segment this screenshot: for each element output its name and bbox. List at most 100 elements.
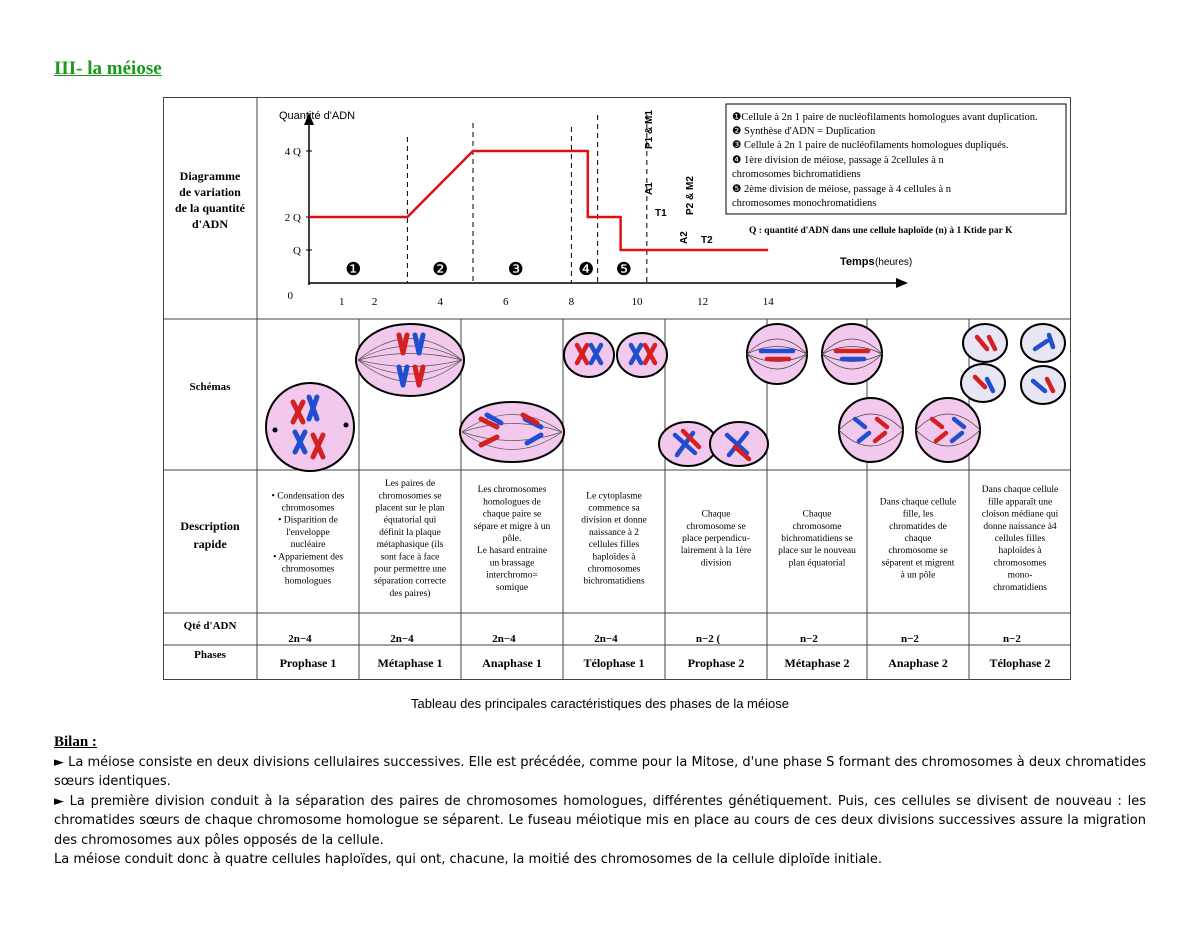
description-line: des paires) xyxy=(390,588,431,599)
svg-text:❷ Synthèse d'ADN = Duplication: ❷ Synthèse d'ADN = Duplication xyxy=(732,125,876,137)
description-line: nucléaire xyxy=(291,540,326,550)
description-line: chromosome se xyxy=(686,522,745,532)
description-line: naissance à 2 xyxy=(589,528,639,538)
schema-prophase-2 xyxy=(658,421,769,467)
description-line: cloison médiane qui xyxy=(982,510,1059,520)
mark-t2: T2 xyxy=(701,235,713,246)
y-tick-label: 2 Q xyxy=(285,212,301,224)
y-axis-title: Quantité d'ADN xyxy=(279,110,355,122)
phase-number: ❺ xyxy=(616,259,632,279)
description-line: Les chromosomes xyxy=(478,485,547,495)
phase-name-cell: Prophase 2 xyxy=(688,656,745,670)
description-line: • Appariement des xyxy=(273,552,343,562)
description-line: fille apparaît une xyxy=(988,496,1052,507)
description-line: donne naissance à4 xyxy=(983,522,1057,532)
description-line: chromosomes xyxy=(994,558,1047,568)
schema-anaphase-1 xyxy=(459,401,565,463)
x-tick-label: 2 xyxy=(372,296,378,308)
description-line: chromosomes se xyxy=(378,491,441,501)
schema-telophase-2 xyxy=(960,323,1066,405)
x-tick-label: 4 xyxy=(437,296,443,308)
description-line: haploïdes à xyxy=(998,546,1042,556)
description-line: haploïdes à xyxy=(592,552,636,562)
description-line: sépare et migre à un xyxy=(474,522,551,532)
description-line: place sur le nouveau xyxy=(778,546,856,556)
bilan-section: Bilan : ► La méiose consiste en deux div… xyxy=(54,733,1146,870)
description-line: chromosomes xyxy=(588,565,641,575)
svg-text:❶Cellule à 2n 1 paire de nuclé: ❶Cellule à 2n 1 paire de nucléofilaments… xyxy=(732,111,1038,123)
description-line: chromosome se xyxy=(888,546,947,556)
row-label-description: Description xyxy=(180,519,240,533)
schema-telophase-1 xyxy=(563,332,668,378)
schema-metaphase-1 xyxy=(355,323,465,397)
row-label-schemas: Schémas xyxy=(190,381,232,393)
description-line: bichromatidiens se xyxy=(781,534,853,544)
description-line: chromatides de xyxy=(889,522,947,532)
description-line: fille, les xyxy=(903,509,934,520)
phase-name-cell: Anaphase 2 xyxy=(888,656,948,670)
phase-name-cell: Métaphase 1 xyxy=(378,656,443,670)
description-line: un brassage xyxy=(490,558,535,568)
bilan-title: Bilan : xyxy=(54,734,97,750)
phase-name-cell: Télophase 2 xyxy=(989,656,1050,670)
row-label-phases: Phases xyxy=(194,649,227,661)
dna-curve xyxy=(309,149,769,252)
description-line: interchromo= xyxy=(486,571,538,581)
description-line: chaque paire se xyxy=(483,510,542,520)
description-line: Dans chaque cellule xyxy=(982,485,1059,495)
svg-text:❸ Cellule à 2n 1 paire de nucl: ❸ Cellule à 2n 1 paire de nucléofilament… xyxy=(732,139,1009,151)
description-line: définit la plaque xyxy=(379,527,441,538)
svg-text:❺ 2ème division de méiose, pas: ❺ 2ème division de méiose, passage à 4 c… xyxy=(732,183,952,195)
y-tick-label-zero: 0 xyxy=(288,290,294,302)
schemas-row xyxy=(265,323,1066,472)
description-line: place perpendicu- xyxy=(682,534,750,544)
svg-text:❹ 1ère division de méiose, pas: ❹ 1ère division de méiose, passage à 2ce… xyxy=(732,154,945,166)
description-line: chromosomes xyxy=(282,565,335,575)
svg-text:de la quantité: de la quantité xyxy=(175,201,246,215)
row-label-description-2: rapide xyxy=(193,537,227,551)
q-note: Q : quantité d'ADN dans une cellule hapl… xyxy=(749,225,1013,236)
description-line: cellules filles xyxy=(589,539,640,550)
qte-adn-cell: n−2 ( xyxy=(696,633,721,645)
description-line: séparation correcte xyxy=(374,577,446,587)
description-line: chromosomes xyxy=(282,504,335,514)
description-line: métaphasique (ils xyxy=(377,539,444,550)
description-line: placent sur le plan xyxy=(375,504,445,514)
description-line: sont face à face xyxy=(381,551,440,562)
graph-legend: ❶Cellule à 2n 1 paire de nucléofilaments… xyxy=(725,103,1067,215)
phase-name-cell: Métaphase 2 xyxy=(785,656,850,670)
x-tick-label: 6 xyxy=(503,296,509,308)
svg-text:Diagramme: Diagramme xyxy=(180,169,241,183)
schema-anaphase-2 xyxy=(838,397,981,463)
x-tick-label: 10 xyxy=(632,296,644,308)
description-line: séparent et migrent xyxy=(882,558,955,568)
bilan-paragraph-3: La méiose conduit donc à quatre cellules… xyxy=(54,852,883,867)
schema-prophase-1 xyxy=(265,382,355,472)
description-line: commence sa xyxy=(588,504,640,514)
description-line: Le cytoplasme xyxy=(586,491,642,501)
description-line: chaque xyxy=(905,534,932,544)
schema-metaphase-2 xyxy=(746,323,883,385)
phase-number: ❶ xyxy=(345,259,361,279)
description-line: homologues xyxy=(285,577,332,587)
description-line: Chaque xyxy=(701,510,730,520)
mark-t1: T1 xyxy=(655,208,667,219)
description-line: bichromatidiens xyxy=(583,577,645,587)
phase-number: ❸ xyxy=(508,259,524,279)
description-line: Les paires de xyxy=(385,479,435,489)
description-line: division xyxy=(701,558,732,568)
phase-number: ❷ xyxy=(432,259,448,279)
qte-adn-cell: 2n−4 xyxy=(594,633,618,645)
figure-caption: Tableau des principales caractéristiques… xyxy=(411,696,789,711)
qte-adn-cell: 2n−4 xyxy=(492,633,516,645)
phase-name-cell: Anaphase 1 xyxy=(482,656,542,670)
x-tick-label: 8 xyxy=(569,296,575,308)
phase-name-cell: Prophase 1 xyxy=(280,656,337,670)
svg-text:chromosomes monochromatidiens: chromosomes monochromatidiens xyxy=(732,198,876,209)
x-tick-label: 1 xyxy=(339,296,345,308)
svg-text:d'ADN: d'ADN xyxy=(192,217,228,231)
y-axis-arrow xyxy=(304,113,314,125)
phase-name-cell: Télophase 1 xyxy=(583,656,644,670)
x-axis-arrow xyxy=(896,278,908,288)
y-tick-label: 4 Q xyxy=(285,146,301,158)
